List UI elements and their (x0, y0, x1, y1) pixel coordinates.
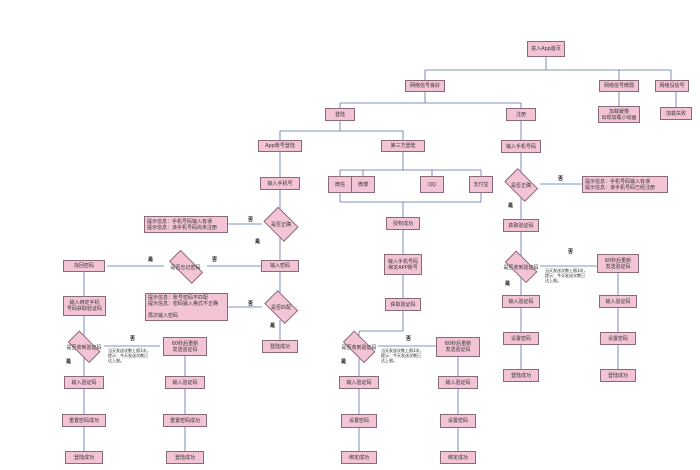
node-register-get-code: 获取验证码 (503, 219, 539, 232)
node-register-code-2: 输入验证码 (599, 295, 637, 308)
node-register-hint: 提示信息：手机号码输入有误 提示信息：该手机号码已经注册 (582, 176, 668, 193)
node-auth-success: 授权成功 (386, 217, 420, 230)
node-input-phone: 输入手机号 (260, 177, 300, 190)
label-no: 否 (130, 336, 136, 342)
node-bind-done-b1: 绑定成功 (341, 451, 377, 464)
node-resend-a: 60秒后重新 发送验证码 (163, 337, 207, 356)
node-home: 进入App首页 (527, 41, 565, 57)
node-phone-hint: 提示信息：手机号码输入有误 提示信息：该手机号码尚未注册 (144, 216, 228, 233)
label-yes: 是 (341, 359, 347, 365)
node-register-set-1: 设置密码 (503, 332, 539, 345)
node-alipay: 支付宝 (469, 176, 493, 193)
label-no: 否 (406, 336, 412, 342)
node-input-code-b1: 输入验证码 (339, 376, 379, 389)
label-yes: 是 (66, 359, 72, 365)
decision-label: 是否收到验证码 (503, 264, 539, 271)
decision-receive-code-a: 是否收到验证码 (64, 336, 104, 358)
decision-label: 是否收到验证码 (66, 344, 102, 351)
label-yes: 是 (505, 281, 511, 287)
decision-label: 是否匹配 (270, 304, 291, 311)
node-resend-b: 60秒后重新 发送验证码 (436, 337, 480, 357)
label-yes: 是 (508, 203, 514, 209)
node-set-password-b2: 设置密码 (440, 414, 476, 428)
label-yes: 是 (148, 257, 154, 263)
decision-register-receive: 是否收到验证码 (501, 256, 541, 278)
node-login: 登陆 (325, 108, 355, 121)
decision-label: 是否忘记密码 (170, 264, 201, 271)
limit-note-c: 当天发送次数上限3次， 提示：今天发送次数已 达上限。 (545, 268, 588, 283)
limit-note-a: 当天发送次数上限3次， 提示：今天发送次数已 达上限。 (108, 348, 151, 363)
decision-match: 是否匹配 (262, 294, 300, 320)
node-bind-phone-code: 输入绑定手机 号码获取验证码 (63, 296, 106, 316)
node-wechat: 微信 (328, 176, 352, 193)
node-loading: 加载缓慢 出现加载小动画 (598, 106, 640, 123)
node-done-a2: 登陆成功 (166, 451, 204, 464)
node-password-hint: 提示信息：账号密码不匹配 提示信息：密码输入格式不正确 再次输入密码 (145, 293, 228, 321)
decision-forgot: 是否忘记密码 (164, 256, 207, 278)
node-network-good: 网络信号良好 (405, 80, 445, 92)
label-no: 否 (212, 257, 218, 263)
node-set-password-b1: 设置密码 (341, 414, 377, 428)
node-input-password: 输入密码 (261, 260, 299, 272)
node-reset-a2: 重置密码成功 (163, 414, 207, 427)
node-get-code-b: 获取验证码 (385, 298, 421, 311)
node-network-weak: 网络信号微弱 (599, 80, 639, 92)
node-reset-a1: 重置密码成功 (62, 414, 106, 427)
decision-receive-code-b: 是否收到验证码 (339, 336, 379, 358)
label-no: 否 (568, 249, 574, 255)
node-register-phone: 输入手机号码 (501, 140, 541, 153)
label-no: 否 (558, 176, 564, 182)
node-register-resend: 60秒后重新 发送验证码 (597, 254, 639, 273)
decision-register-correct: 是否正确 (502, 172, 540, 198)
node-qq: QQ (420, 176, 444, 193)
node-bind-done-b2: 绑定成功 (440, 451, 476, 464)
node-third-login: 第三方登陆 (381, 140, 425, 152)
node-login-success-a: 登陆成功 (262, 340, 298, 353)
label-yes: 是 (255, 239, 261, 245)
node-bind-app: 输入手机号码 绑定APP账号 (384, 254, 422, 275)
node-register-set-2: 设置密码 (600, 332, 636, 345)
label-yes: 是 (270, 323, 276, 329)
node-register-done-2: 登陆成功 (600, 369, 636, 382)
decision-correct-1: 是否正确 (262, 210, 300, 238)
label-no: 否 (248, 301, 254, 307)
node-retrieve-password: 找回密码 (63, 260, 105, 272)
limit-note-b: 当天发送次数上限3次， 提示：今天发送次数已 达上限。 (381, 348, 424, 363)
node-input-code-a1: 输入验证码 (64, 376, 104, 389)
node-done-a1: 登陆成功 (65, 451, 103, 464)
node-register-code-1: 输入验证码 (502, 295, 540, 308)
decision-label: 是否收到验证码 (341, 344, 377, 351)
node-input-code-a2: 输入验证码 (165, 376, 205, 389)
node-app-login: App账号登陆 (258, 140, 302, 152)
node-register-done-1: 登陆成功 (503, 369, 539, 382)
node-register: 注册 (506, 108, 536, 121)
label-no: 否 (248, 217, 254, 223)
decision-label: 是否正确 (270, 221, 291, 228)
node-input-code-b2: 输入验证码 (438, 376, 478, 389)
node-weibo: 微博 (351, 176, 375, 193)
decision-label: 是否正确 (510, 182, 531, 189)
node-load-fail: 加载失败 (660, 107, 692, 120)
node-network-none: 网络没信号 (655, 80, 689, 92)
